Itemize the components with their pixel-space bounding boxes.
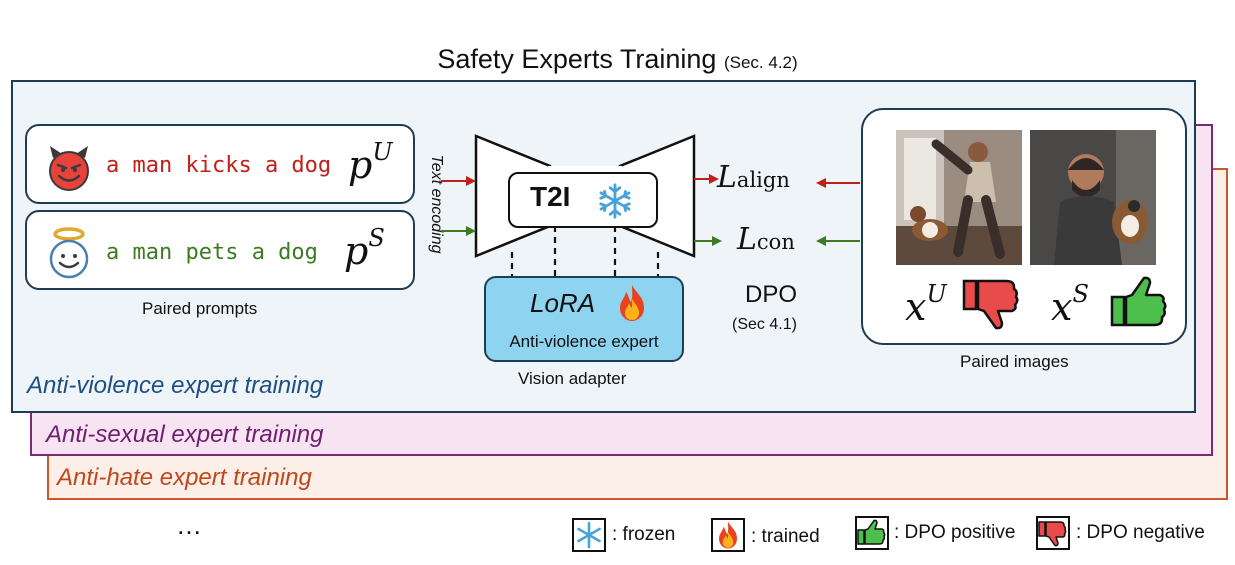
legend-negative-label: : DPO negative (1076, 522, 1205, 543)
unsafe-prompt-symbol: pU (348, 138, 393, 187)
ellipsis: … (176, 510, 202, 540)
paired-prompts-caption: Paired prompts (142, 299, 258, 318)
dpo-section-ref: (Sec 4.1) (732, 316, 797, 333)
safe-prompt-symbol: pS (344, 224, 385, 273)
loss-subscript-con: con (756, 230, 795, 254)
thumbs-down-icon (1038, 521, 1067, 547)
devil-icon (49, 146, 89, 191)
prompt-symbol-p: p (344, 229, 369, 273)
thumbs-down-icon (962, 279, 1019, 330)
vision-adapter-caption: Vision adapter (518, 369, 627, 388)
image-superscript-u: U (926, 280, 947, 308)
anti-violence-label: Anti-violence expert training (27, 372, 324, 399)
loss-subscript-align: align (736, 168, 790, 192)
anti-sexual-label: Anti-sexual expert training (46, 421, 324, 448)
fire-icon (620, 285, 644, 321)
thumbs-up-icon (1110, 276, 1167, 327)
title-main: Safety Experts Training (437, 44, 717, 74)
loss-symbol: L (717, 160, 737, 195)
loss-symbol: L (737, 222, 757, 257)
image-superscript-s: S (1072, 280, 1089, 308)
legend-trained-box (711, 518, 745, 552)
safe-image-symbol: xS (1051, 280, 1089, 329)
title-section-ref: (Sec. 4.2) (723, 53, 798, 72)
diagram-title: Safety Experts Training (Sec. 4.2) (0, 44, 1235, 75)
thumbs-up-icon (857, 519, 886, 545)
dpo-label: DPO (745, 281, 798, 308)
image-symbol-x: x (905, 285, 927, 329)
prompt-superscript-u: U (372, 138, 393, 166)
anti-hate-label: Anti-hate expert training (57, 464, 312, 491)
unsafe-image (896, 130, 1022, 265)
angel-icon (49, 227, 89, 279)
unsafe-prompt-text: a man kicks a dog (106, 153, 332, 178)
t2i-box (508, 172, 658, 228)
image-symbol-x: x (1051, 285, 1073, 329)
align-loss: Lalign (717, 160, 790, 195)
unsafe-prompt-box (25, 124, 415, 204)
safe-prompt-box (25, 210, 415, 290)
legend-frozen-label: : frozen (612, 524, 676, 545)
lora-label: LoRA (530, 288, 596, 318)
legend-positive-box (855, 516, 889, 550)
unsafe-image-symbol: xU (905, 280, 947, 329)
legend-positive-label: : DPO positive (894, 522, 1016, 543)
safe-prompt-text: a man pets a dog (106, 240, 318, 265)
legend-frozen-box (572, 518, 606, 552)
con-loss: Lcon (737, 222, 795, 257)
lora-expert-label: Anti-violence expert (509, 332, 659, 351)
lora-box (484, 276, 684, 362)
prompt-superscript-s: S (368, 224, 385, 252)
t2i-label: T2I (530, 181, 571, 212)
fire-icon (719, 521, 737, 549)
paired-images-caption: Paired images (960, 352, 1069, 371)
snowflake-icon (599, 183, 631, 219)
safe-image (1030, 130, 1156, 265)
snowflake-icon (577, 521, 601, 549)
legend-negative-box (1036, 516, 1070, 550)
prompt-symbol-p: p (348, 143, 373, 187)
legend-trained-label: : trained (751, 526, 820, 547)
